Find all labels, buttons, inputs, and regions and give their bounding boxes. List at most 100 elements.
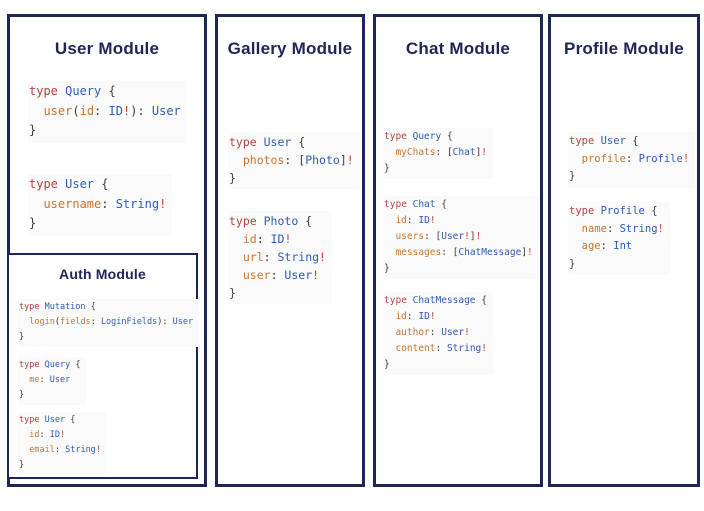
code-line: id: ID!	[384, 213, 533, 229]
code-token-punct	[229, 250, 243, 264]
code-token-bang: !	[481, 343, 488, 354]
code-token-punct	[569, 240, 582, 252]
code-token-field: name	[581, 222, 607, 235]
code-token-field: id	[395, 311, 407, 322]
code-line: type Profile {	[569, 203, 664, 221]
code-token-bang: !	[346, 153, 354, 167]
code-token-type: String	[619, 222, 658, 235]
code-token-kw: type	[384, 131, 413, 142]
code-token-punct	[384, 231, 395, 242]
code-token-punct	[229, 232, 243, 246]
code-token-punct	[19, 445, 29, 455]
code-token-punct: }	[384, 263, 390, 274]
code-line: type User {	[229, 133, 354, 151]
code-token-punct: }	[19, 332, 25, 342]
code-token-bang: !	[429, 215, 436, 226]
code-token-type: ChatMessage	[458, 247, 522, 258]
code-token-field: user	[43, 103, 73, 118]
code-line: }	[229, 284, 326, 302]
code-line: messages: [ChatMessage]!	[384, 245, 533, 261]
auth-module-panel: Auth Module type Mutation { login(fields…	[7, 253, 200, 479]
code-token-bang: !	[527, 247, 533, 258]
chat-module-code-block-0: type Query { myChats: [Chat]!}	[383, 128, 494, 179]
gallery-module-code-block-0: type User { photos: [Photo]!}	[228, 132, 360, 189]
auth-module-title: Auth Module	[59, 266, 146, 282]
code-token-bang: !	[159, 196, 167, 211]
code-token-field: id	[29, 430, 40, 440]
code-line: }	[29, 214, 166, 234]
code-token-punct: :	[263, 250, 278, 264]
profile-module-panel: Profile Module type User { profile: Prof…	[548, 14, 700, 487]
code-line: type Query {	[384, 129, 487, 145]
code-token-punct: {	[70, 415, 76, 425]
code-token-kw: type	[19, 415, 45, 425]
code-line: age: Int	[569, 238, 664, 256]
code-line: users: [User!]!	[384, 229, 533, 245]
code-line: }	[384, 261, 533, 277]
code-token-punct	[384, 247, 395, 258]
code-token-field: messages	[395, 247, 442, 258]
code-token-punct: :	[54, 445, 66, 455]
user-module-code-block-1: type User { username: String!}	[28, 174, 173, 236]
code-token-field: photos	[242, 153, 285, 167]
code-line: type User {	[29, 175, 166, 195]
code-line: }	[569, 168, 689, 186]
code-line: url: String!	[229, 248, 326, 266]
code-token-punct: ):	[130, 103, 152, 118]
code-token-punct: :	[600, 240, 614, 252]
code-token-punct: : [	[435, 147, 453, 158]
chat-module-panel: Chat Module type Query { myChats: [Chat]…	[373, 14, 543, 487]
code-token-punct: :	[406, 215, 419, 226]
code-token-type: Query	[65, 84, 109, 98]
code-token-punct: {	[75, 360, 81, 370]
code-token-punct: }	[29, 123, 37, 137]
code-token-field: id	[242, 232, 257, 246]
code-token-punct: ]	[475, 147, 482, 158]
code-token-punct	[229, 268, 243, 282]
code-token-kw: type	[229, 135, 264, 149]
code-token-punct: {	[446, 131, 453, 142]
code-line: }	[384, 161, 487, 177]
code-token-punct: {	[651, 205, 658, 217]
code-line: profile: Profile!	[569, 151, 690, 169]
user-module-panel: User Module type Query { user(id: ID!): …	[7, 14, 207, 487]
code-token-punct: {	[441, 199, 447, 210]
code-token-kw: type	[29, 84, 66, 98]
code-token-punct: :	[94, 103, 109, 118]
code-token-bang: !	[284, 232, 292, 246]
code-token-type: ID	[270, 232, 285, 246]
auth-module-code-block-2: type User { id: ID! email: String!}	[18, 412, 107, 475]
code-token-punct	[19, 430, 29, 440]
code-token-type: User	[44, 415, 71, 425]
code-token-type: Query	[412, 131, 447, 142]
code-token-punct: {	[632, 135, 639, 147]
code-token-field: fields	[59, 317, 91, 327]
code-token-punct: : [	[424, 231, 442, 242]
code-token-punct: :	[625, 152, 639, 165]
code-token-punct: (	[72, 103, 80, 118]
code-token-type: ChatMessage	[412, 295, 482, 306]
code-token-field: url	[242, 250, 264, 264]
gallery-module-code-block-1: type Photo { id: ID! url: String! user: …	[228, 211, 332, 304]
code-token-type: String	[65, 445, 96, 455]
code-token-field: email	[29, 445, 55, 455]
code-token-type: User	[263, 135, 299, 149]
code-line: id: ID!	[229, 230, 326, 248]
code-token-type: Int	[613, 240, 633, 252]
code-token-punct: :	[101, 196, 116, 211]
code-token-field: me	[29, 375, 40, 385]
code-token-bang: !	[60, 430, 66, 440]
code-token-type: ID	[418, 311, 430, 322]
code-token-field: login	[29, 317, 55, 327]
gallery-module-panel: Gallery Module type User { photos: [Phot…	[215, 14, 365, 487]
code-line: id: ID!	[384, 309, 487, 325]
code-line: user(id: ID!): User	[29, 102, 180, 122]
code-token-type: User	[49, 375, 71, 385]
code-token-type: Profile	[600, 205, 652, 217]
code-token-punct	[384, 311, 395, 322]
code-token-type: User	[284, 268, 313, 282]
code-line: }	[229, 169, 354, 187]
code-token-punct: :	[435, 343, 447, 354]
code-line: }	[384, 357, 487, 373]
